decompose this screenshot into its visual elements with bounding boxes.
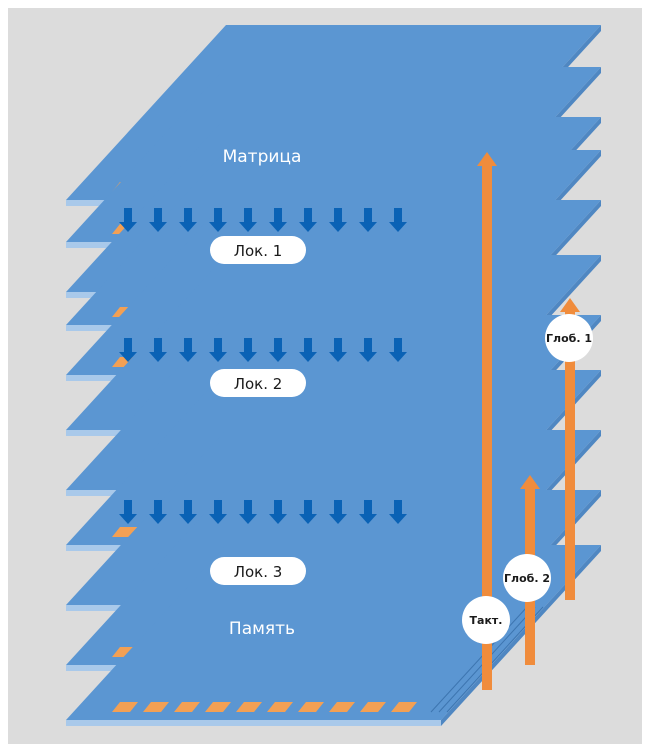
local-2-badge: Лок. 2 (210, 369, 306, 397)
down-arrow-icon (239, 208, 257, 232)
matrix-label: Матрица (223, 147, 302, 167)
memory-cell (143, 702, 169, 712)
clock-label: Такт. (470, 614, 503, 627)
down-arrow-icon (119, 208, 137, 232)
down-arrow-icon (389, 500, 407, 524)
memory-cell (329, 702, 355, 712)
memory-cell (205, 702, 231, 712)
down-arrow-icon (329, 500, 347, 524)
global-1-badge: Глоб. 1 (545, 314, 593, 362)
global-2-label: Глоб. 2 (504, 572, 550, 585)
down-arrow-icon (299, 338, 317, 362)
down-arrow-icon (329, 338, 347, 362)
down-arrow-icon (299, 208, 317, 232)
memory-cell (174, 702, 200, 712)
down-arrow-icon (359, 500, 377, 524)
down-arrow-icon (119, 500, 137, 524)
down-arrow-icon (209, 208, 227, 232)
down-arrow-icon (149, 338, 167, 362)
down-arrow-icon (329, 208, 347, 232)
stacked-layers (66, 25, 601, 726)
global-2-badge: Глоб. 2 (503, 554, 551, 602)
down-arrow-icon (269, 500, 287, 524)
memory-cell (112, 702, 138, 712)
local-2-label: Лок. 2 (234, 375, 283, 393)
down-arrow-icon (269, 338, 287, 362)
vertical-signal-arrows (477, 152, 580, 690)
down-arrow-icon (119, 338, 137, 362)
down-arrow-icon (269, 208, 287, 232)
local-3-badge: Лок. 3 (210, 557, 306, 585)
down-arrow-icon (389, 338, 407, 362)
layer-plate (66, 545, 601, 726)
memory-cell (298, 702, 324, 712)
local-3-label: Лок. 3 (234, 563, 283, 581)
down-arrow-icon (149, 208, 167, 232)
plate-top (66, 545, 601, 720)
plate-trace (430, 606, 528, 713)
down-arrow-icon (179, 338, 197, 362)
memory-cell (267, 702, 293, 712)
down-arrow-icon (149, 500, 167, 524)
local-1-badge: Лок. 1 (210, 236, 306, 264)
down-arrow-icon (359, 338, 377, 362)
memory-cell (360, 702, 386, 712)
memory-cell (391, 702, 417, 712)
plate-front (66, 720, 441, 726)
plate-side (441, 545, 601, 726)
local-1-label: Лок. 1 (234, 242, 283, 260)
down-arrow-icon (389, 208, 407, 232)
down-arrow-icon (179, 500, 197, 524)
down-arrow-icon (299, 500, 317, 524)
up-arrow-icon (560, 298, 580, 600)
down-arrow-icon (179, 208, 197, 232)
clock-badge: Такт. (462, 596, 510, 644)
local-signal-arrows (119, 208, 407, 524)
down-arrow-icon (239, 500, 257, 524)
down-arrow-icon (359, 208, 377, 232)
global-1-label: Глоб. 1 (546, 332, 592, 345)
memory-label: Память (229, 619, 295, 639)
memory-cell (236, 702, 262, 712)
up-arrow-icon (477, 152, 497, 690)
down-arrow-icon (239, 338, 257, 362)
down-arrow-icon (209, 338, 227, 362)
down-arrow-icon (209, 500, 227, 524)
